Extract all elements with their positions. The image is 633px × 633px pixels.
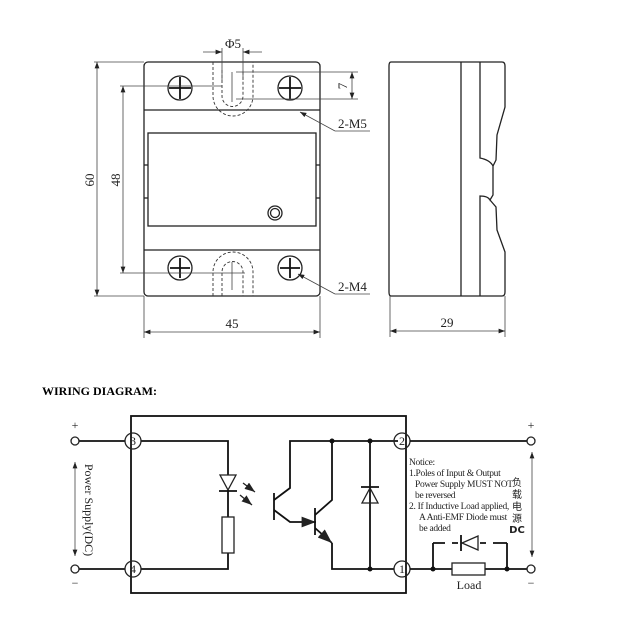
svg-text:电: 电: [512, 500, 522, 513]
svg-text:4: 4: [130, 562, 136, 576]
output-minus-terminal: [526, 564, 536, 574]
screw-label-bottom: 2-M4: [338, 279, 367, 294]
light-arrows-icon: [239, 482, 256, 506]
wiring-diagram: + − Power Supply(DC) 3 4 2 1: [70, 415, 536, 594]
svg-text:A Anti-EMF Diode must: A Anti-EMF Diode must: [419, 513, 508, 523]
dim-width: 45: [226, 316, 239, 331]
dim-height-mount: 48: [108, 174, 123, 187]
terminal-4: 4: [124, 560, 142, 578]
svg-text:Notice:: Notice:: [409, 458, 435, 468]
input-plus-sign: +: [72, 418, 79, 432]
terminal-1: 1: [393, 560, 411, 578]
input-plus-terminal: [70, 436, 80, 446]
input-label: Power Supply(DC): [82, 464, 96, 556]
svg-text:2. If Inductive Load applied,: 2. If Inductive Load applied,: [409, 501, 509, 512]
terminal-3: 3: [124, 432, 142, 450]
cover-window: [147, 132, 317, 227]
dim-hole-offset: 7: [335, 82, 350, 89]
svg-text:3: 3: [130, 434, 136, 448]
svg-text:源: 源: [512, 512, 522, 525]
svg-text:Power Supply MUST NOT: Power Supply MUST NOT: [415, 480, 513, 490]
load-label: Load: [457, 578, 482, 592]
wiring-title: WIRING DIAGRAM:: [42, 384, 157, 398]
svg-text:1: 1: [399, 562, 405, 576]
output-plus-sign: +: [528, 418, 535, 432]
side-view: 29: [388, 61, 506, 337]
front-view: 60 48 Φ5 7 2-M5 2-M4 45: [82, 36, 370, 338]
dim-height-total: 60: [82, 174, 97, 187]
svg-text:be reversed: be reversed: [415, 491, 456, 501]
darlington-transistor-icon: [273, 440, 398, 570]
screw-label-top: 2-M5: [338, 116, 367, 131]
mount-slot-bottom: [212, 251, 254, 296]
led-diode-icon: [218, 474, 238, 492]
dim-hole-diameter: Φ5: [225, 36, 241, 51]
led-indicator-icon: [267, 205, 283, 221]
freewheel-diode-icon: [360, 441, 380, 569]
resistor-icon: [221, 516, 235, 554]
load-resistor-icon: [451, 562, 486, 576]
mount-slot-top: [212, 62, 254, 117]
output-plus-terminal: [526, 436, 536, 446]
dim-depth: 29: [441, 315, 454, 330]
svg-text:2: 2: [399, 434, 405, 448]
notice-text: Notice: 1.Poles of Input & Output Power …: [409, 458, 514, 534]
output-minus-sign: −: [528, 576, 535, 590]
svg-text:1.Poles of Input & Output: 1.Poles of Input & Output: [409, 468, 501, 479]
screw-icon: [167, 75, 303, 281]
svg-text:载: 载: [512, 489, 522, 501]
load-supply-label: 负 载 电 源 DC: [509, 476, 525, 536]
svg-text:DC: DC: [509, 525, 525, 536]
input-minus-sign: −: [72, 576, 79, 590]
anti-emf-diode-icon: [432, 535, 508, 569]
svg-text:be added: be added: [419, 524, 451, 534]
svg-text:负: 负: [512, 476, 522, 489]
input-minus-terminal: [70, 564, 80, 574]
